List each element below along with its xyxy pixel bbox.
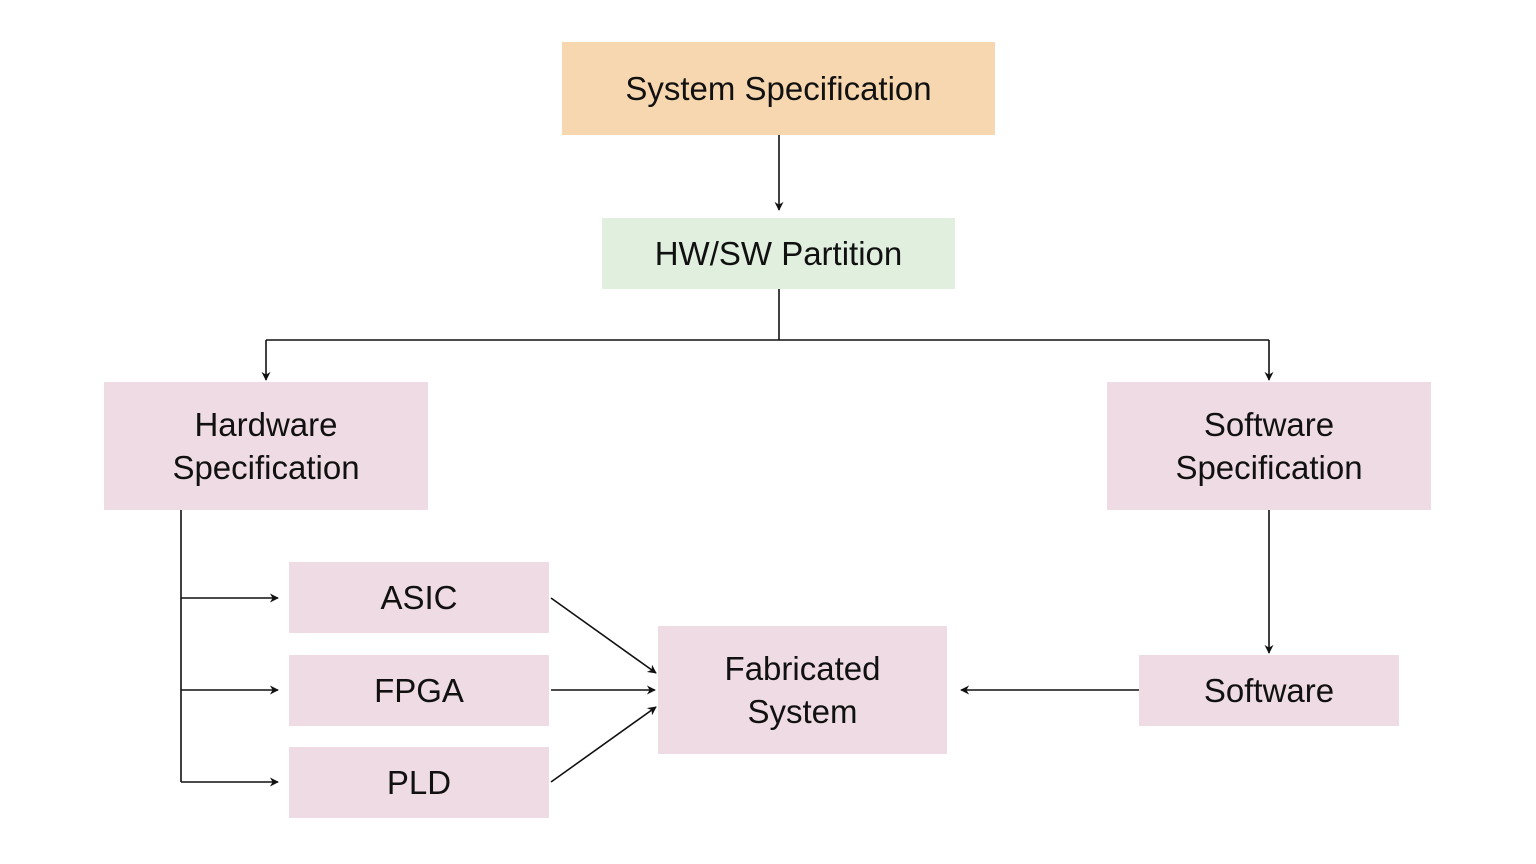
node-software-specification: Software Specification <box>1107 382 1431 510</box>
edge-pld-to-fabricated <box>550 706 657 783</box>
node-software-specification-label: Software Specification <box>1175 406 1363 486</box>
node-system-specification-label: System Specification <box>625 70 932 107</box>
node-software: Software <box>1139 655 1399 726</box>
node-hardware-specification-label: Hardware Specification <box>172 406 360 486</box>
edge-asic-to-fabricated <box>550 597 657 674</box>
node-hardware-specification: Hardware Specification <box>104 382 428 510</box>
node-software-label: Software <box>1203 672 1335 709</box>
node-pld-label: PLD <box>386 764 452 801</box>
node-asic: ASIC <box>289 562 549 633</box>
node-hw-sw-partition: HW/SW Partition <box>602 218 955 289</box>
node-fpga-label: FPGA <box>374 672 464 709</box>
node-asic-label: ASIC <box>380 579 458 616</box>
node-fabricated-system-label: Fabricated System <box>724 650 881 730</box>
node-fabricated-system: Fabricated System <box>658 626 947 754</box>
node-fpga: FPGA <box>289 655 549 726</box>
node-system-specification: System Specification <box>562 42 995 135</box>
node-hw-sw-partition-label: HW/SW Partition <box>654 235 903 272</box>
node-pld: PLD <box>289 747 549 818</box>
